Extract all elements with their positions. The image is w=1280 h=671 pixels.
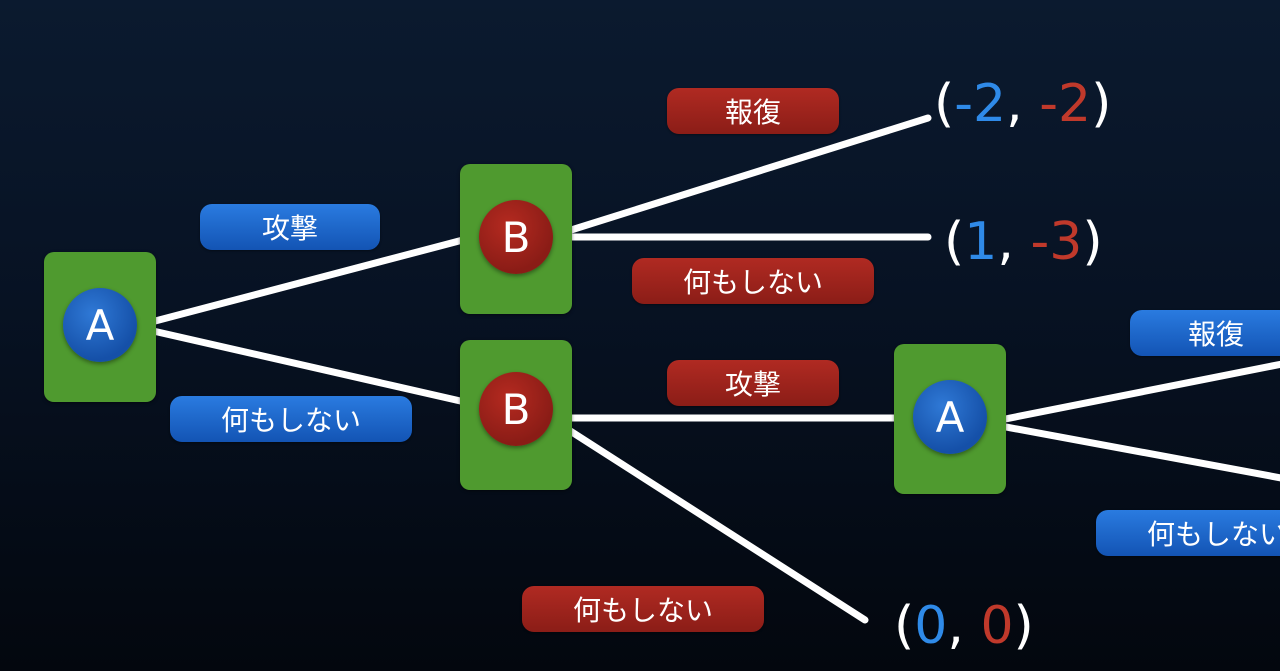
payoff-a-value: 1 <box>964 212 998 272</box>
edge-a2-retaliate <box>986 360 1280 426</box>
node-player-a-root: A <box>63 288 137 362</box>
edge-b1-retaliate <box>548 114 932 240</box>
payoff-a-value: 0 <box>914 596 948 656</box>
edge-a2-nothing <box>986 420 1280 482</box>
payoff-b-nothing: (1, -3) <box>944 212 1103 272</box>
payoff-a-value: -2 <box>954 74 1007 134</box>
edge-a-nothing <box>136 324 482 409</box>
edge-a-attack <box>136 232 482 329</box>
action-label-nothing-a: 何もしない <box>170 396 412 442</box>
node-player-a-second: A <box>913 380 987 454</box>
payoff-b-value: 0 <box>980 596 1014 656</box>
action-label-retaliate-b: 報復 <box>667 88 839 134</box>
payoff-both-nothing: (0, 0) <box>894 596 1034 656</box>
payoff-b-value: -3 <box>1030 212 1083 272</box>
action-label-nothing-b-lower: 何もしない <box>522 586 764 632</box>
node-label: B <box>501 212 531 262</box>
node-label: A <box>85 300 115 350</box>
node-label: A <box>935 392 965 442</box>
action-label-nothing-b-upper: 何もしない <box>632 258 874 304</box>
action-label-nothing-a-second: 何もしない <box>1096 510 1280 556</box>
node-player-b-lower: B <box>479 372 553 446</box>
node-label: B <box>501 384 531 434</box>
action-label-attack-a: 攻撃 <box>200 204 380 250</box>
action-label-attack-b: 攻撃 <box>667 360 839 406</box>
action-label-retaliate-a: 報復 <box>1130 310 1280 356</box>
node-player-b-upper: B <box>479 200 553 274</box>
payoff-b-value: -2 <box>1039 74 1092 134</box>
payoff-retaliate: (-2, -2) <box>934 74 1112 134</box>
edge-b2-nothing <box>546 414 869 624</box>
